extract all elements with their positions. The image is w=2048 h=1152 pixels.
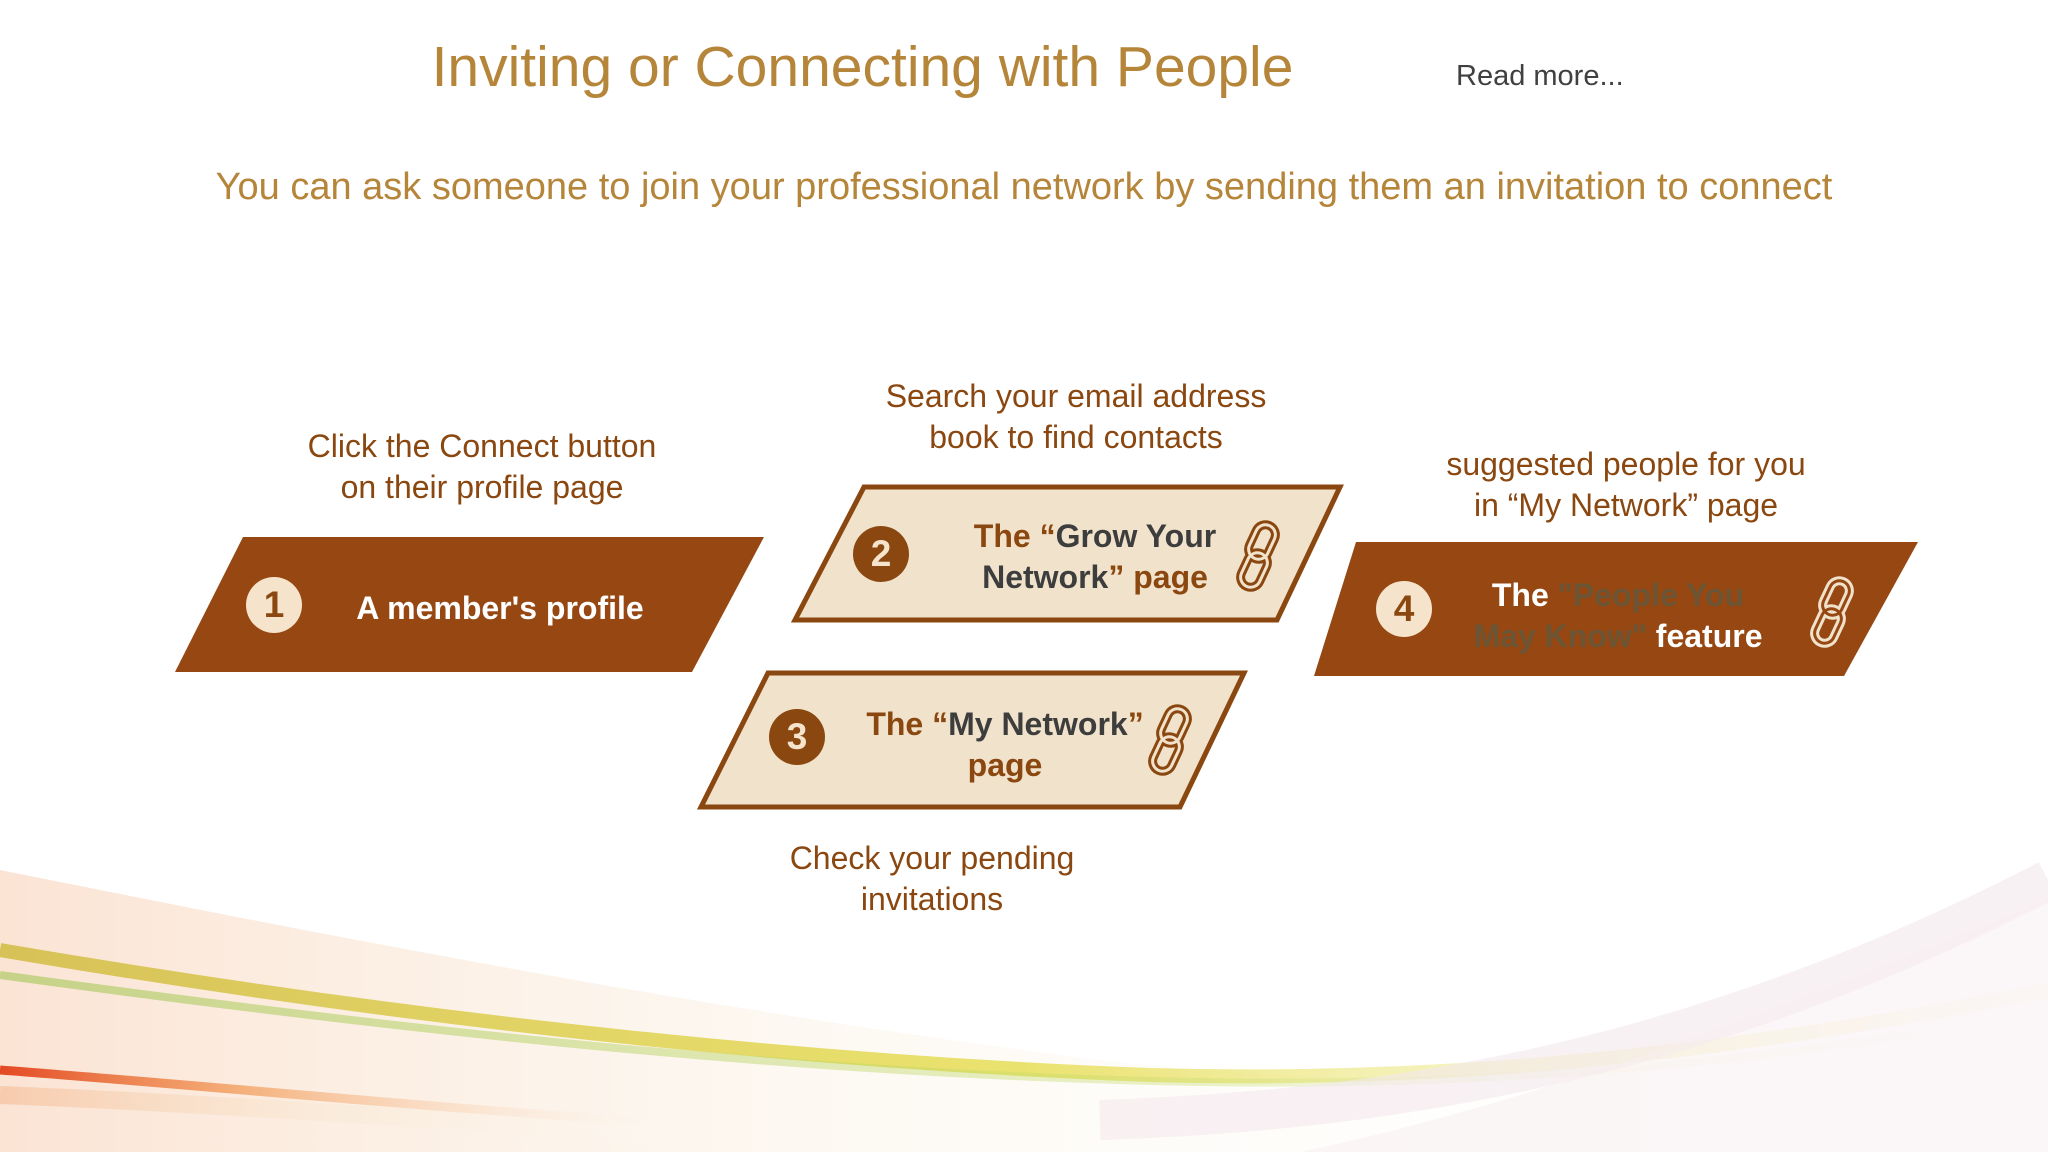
step-1-number-badge: 1 [246,577,302,633]
page-title: Inviting or Connecting with People [431,35,1294,99]
read-more-link[interactable]: Read more... [1456,60,1624,92]
step-4-caption: suggested people for you in “My Network”… [1446,446,1806,523]
page-subtitle: You can ask someone to join your profess… [215,166,1833,208]
step-2-label: The “Grow Your Network” page [973,518,1217,595]
step-2-caption: Search your email address book to find c… [885,378,1267,455]
chain-link-icon [1148,704,1192,776]
chain-link-icon [1810,576,1854,648]
step-4-label: The "People You May Know" feature [1473,577,1763,654]
step-3-number-badge: 3 [769,709,825,765]
chain-link-icon [1236,520,1280,592]
step-2-number-badge: 2 [853,526,909,582]
step-3-label: The “My Network” page [866,706,1144,783]
step-4-number-badge: 4 [1376,581,1432,637]
step-1-caption: Click the Connect button on their profil… [307,428,657,505]
step-3-caption: Check your pending invitations [789,840,1075,917]
step-1-label: A member's profile [356,590,644,626]
